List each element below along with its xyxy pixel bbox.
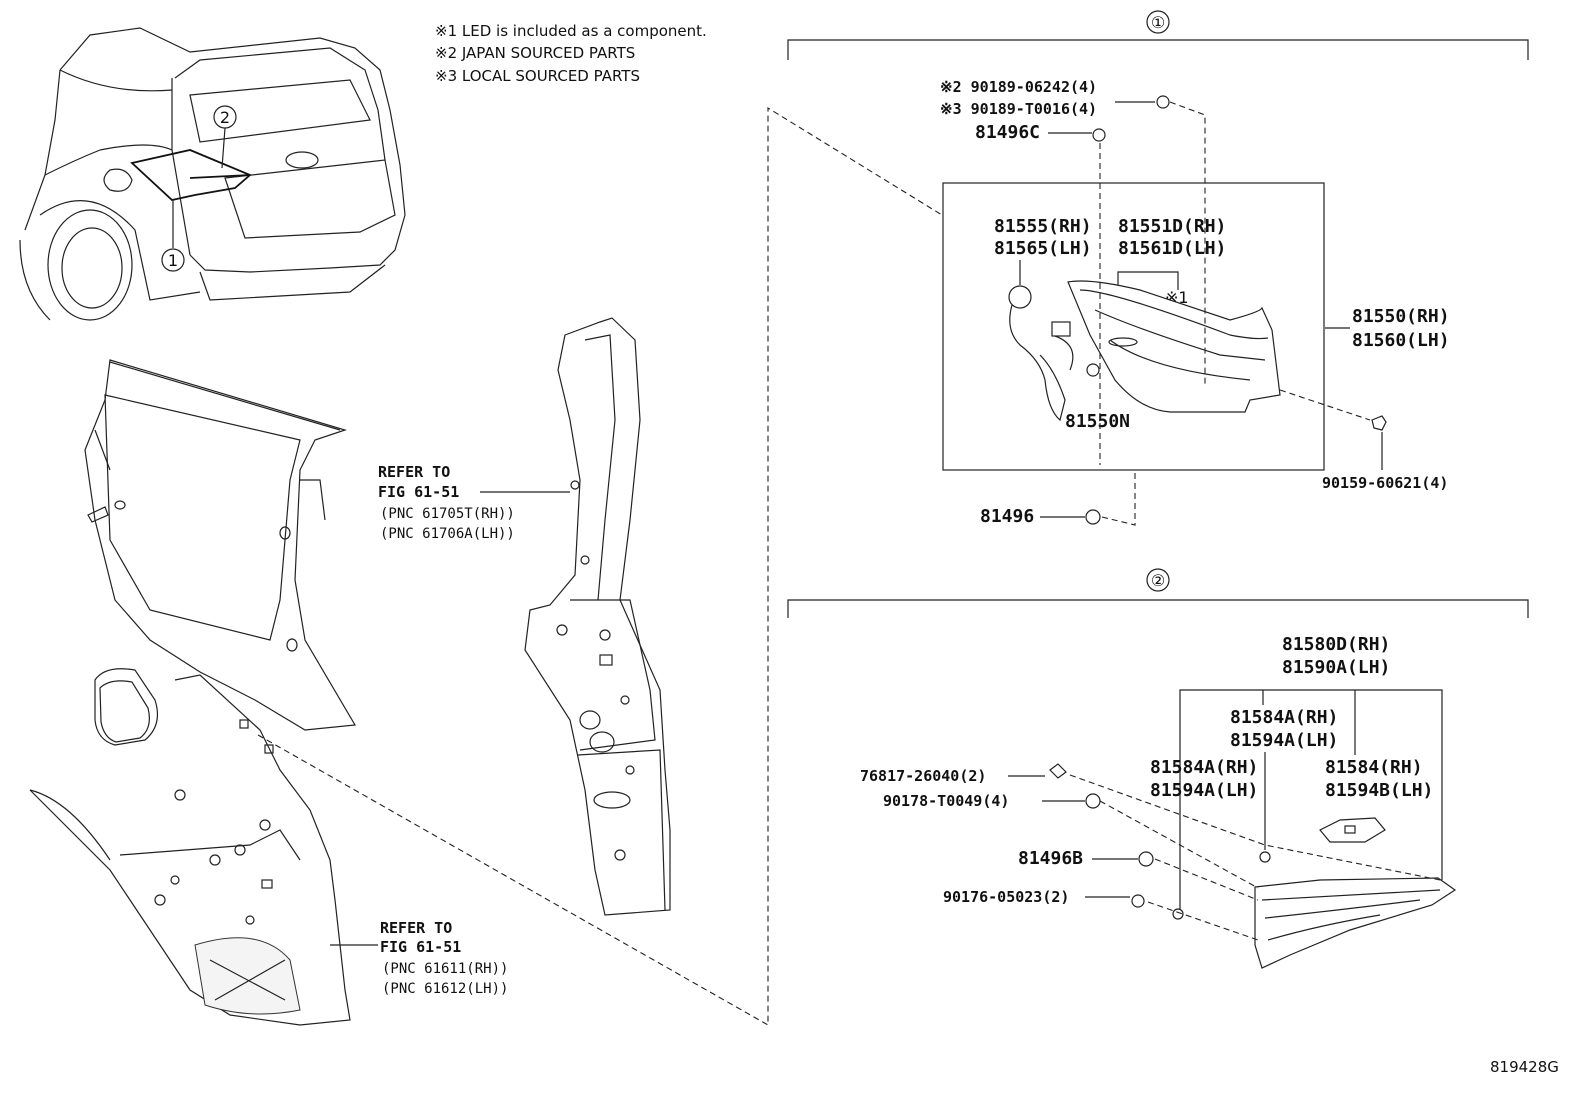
svg-text:(PNC 61706A(LH)): (PNC 61706A(LH)) (380, 526, 515, 542)
tail-lamp-outline (130, 149, 252, 201)
assembly-box (942, 182, 1325, 471)
part-90189-06242: ※2 90189-06242(4) (940, 78, 1097, 96)
svg-text:REFER TO: REFER TO (378, 463, 450, 481)
svg-text:(PNC 61705T(RH)): (PNC 61705T(RH)) (380, 506, 515, 522)
part-81584A-rh-lower: 81584A(RH) (1150, 757, 1258, 778)
part-81584-rh: 81584(RH) (1325, 757, 1423, 778)
figure-id: 819428G (1490, 1058, 1559, 1076)
rear-pillar-panel (480, 317, 671, 916)
group-1-combination-lamp: ① ※2 90189-06242(4) ※3 90189-T0016(4) 81… (787, 10, 1529, 527)
vehicle-rear-illustration: 2 1 (19, 27, 406, 321)
part-81550-rh: 81550(RH) (1352, 306, 1450, 327)
part-90189-T0016: ※3 90189-T0016(4) (940, 100, 1097, 118)
part-81580D-rh: 81580D(RH) (1282, 634, 1390, 655)
quarter-panel-outer (84, 359, 356, 731)
part-81496B: 81496B (1018, 848, 1083, 869)
part-81550N: 81550N (1065, 411, 1130, 432)
part-81496: 81496 (980, 506, 1034, 527)
refer-to-pillar: REFER TO FIG 61-51 (PNC 61705T(RH)) (PNC… (378, 463, 515, 542)
part-81584A-rh-upper: 81584A(RH) (1230, 707, 1338, 728)
note-led: ※1 LED is included as a component. (435, 22, 707, 40)
part-81594A-lh-upper: 81594A(LH) (1230, 730, 1338, 751)
note-local: ※3 LOCAL SOURCED PARTS (435, 67, 640, 85)
group-2-inner-lamp: ② 81580D(RH) 81590A(LH) 81584A(RH) 81594… (787, 568, 1529, 969)
group-1-callout: ① (1151, 13, 1165, 32)
car-callout-2: 2 (220, 108, 230, 127)
leader-dashed-group (257, 107, 943, 1026)
car-callout-1: 1 (168, 251, 178, 270)
part-76817-26040: 76817-26040(2) (860, 767, 986, 785)
part-90176-05023: 90176-05023(2) (943, 888, 1069, 906)
svg-text:FIG 61-51: FIG 61-51 (380, 938, 461, 956)
svg-text:(PNC 61611(RH)): (PNC 61611(RH)) (382, 961, 508, 977)
note-japan: ※2 JAPAN SOURCED PARTS (435, 44, 635, 62)
svg-text:REFER TO: REFER TO (380, 919, 452, 937)
part-81565-lh: 81565(LH) (994, 238, 1092, 259)
group-2-callout: ② (1151, 571, 1165, 590)
part-81496C: 81496C (975, 122, 1040, 143)
part-81555-rh: 81555(RH) (994, 216, 1092, 237)
svg-text:FIG 61-51: FIG 61-51 (378, 483, 459, 501)
refer-to-inner-panel: REFER TO FIG 61-51 (PNC 61611(RH)) (PNC … (380, 919, 508, 997)
part-81561D-lh: 81561D(LH) (1118, 238, 1226, 259)
part-90159-60621: 90159-60621(4) (1322, 474, 1448, 492)
part-90178-T0049: 90178-T0049(4) (883, 792, 1009, 810)
part-81594B-lh: 81594B(LH) (1325, 780, 1433, 801)
svg-text:(PNC 61612(LH)): (PNC 61612(LH)) (382, 981, 508, 997)
part-81590A-lh: 81590A(LH) (1282, 657, 1390, 678)
part-81560-lh: 81560(LH) (1352, 330, 1450, 351)
quarter-panel-inner (29, 668, 378, 1026)
part-81594A-lh-lower: 81594A(LH) (1150, 780, 1258, 801)
part-81551D-rh: 81551D(RH) (1118, 216, 1226, 237)
notes-block: ※1 LED is included as a component. ※2 JA… (435, 22, 707, 85)
